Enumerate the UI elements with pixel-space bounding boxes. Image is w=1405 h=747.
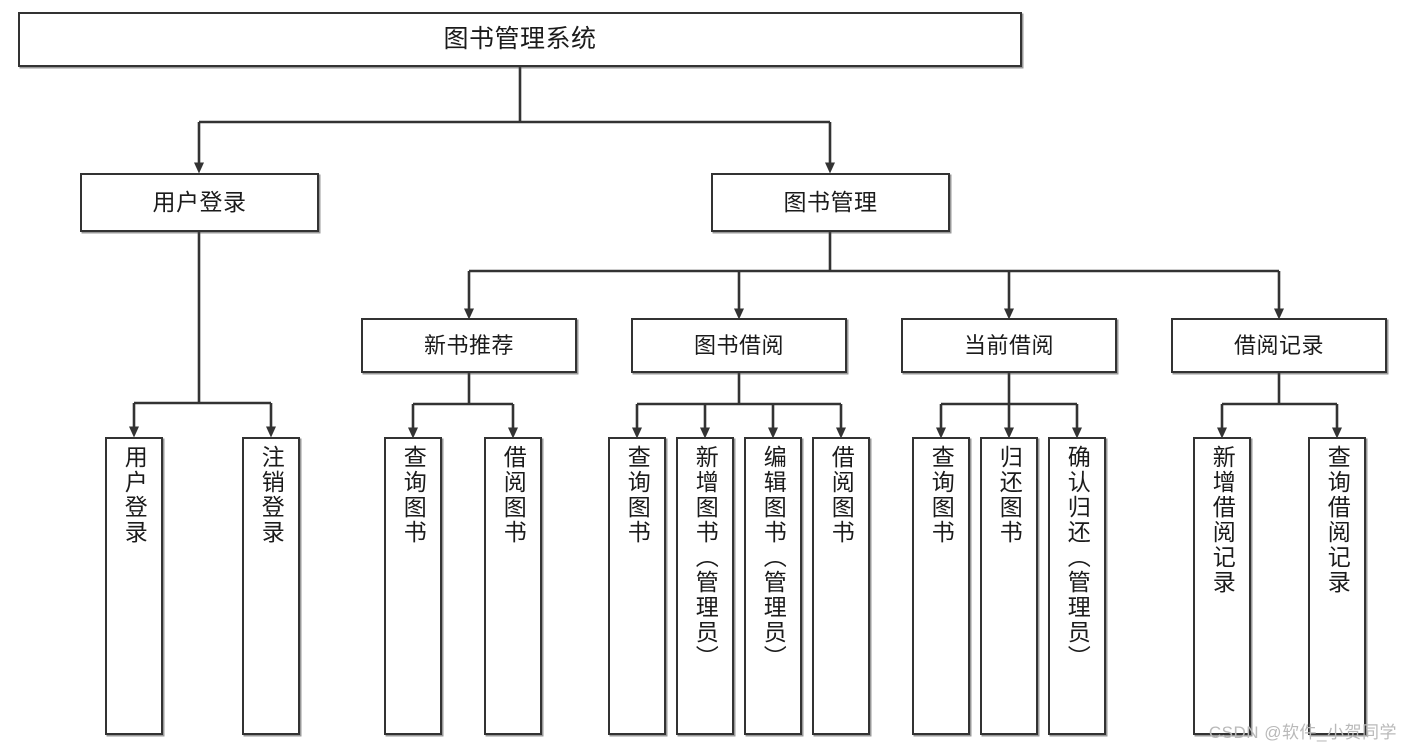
node-current-borrow-label: 当前借阅	[963, 332, 1054, 358]
node-leaf-query-record-label: 查询借阅记录	[1324, 445, 1351, 595]
node-leaf-query-book-3-label: 查询图书	[928, 445, 955, 545]
node-borrow-record[interactable]: 借阅记录	[1171, 318, 1387, 373]
node-borrow-record-label: 借阅记录	[1233, 332, 1324, 358]
node-user-login-label: 用户登录	[152, 188, 247, 215]
node-leaf-user-login-label: 用户登录	[121, 445, 148, 545]
node-new-book-recommend[interactable]: 新书推荐	[361, 318, 577, 373]
node-leaf-query-book-1-label: 查询图书	[400, 445, 427, 545]
node-book-manage[interactable]: 图书管理	[711, 173, 950, 232]
node-leaf-return-book-label: 归还图书	[996, 445, 1023, 545]
node-leaf-confirm-return[interactable]: 确认归还（管理员）	[1048, 437, 1106, 735]
node-leaf-edit-book[interactable]: 编辑图书（管理员）	[744, 437, 802, 735]
node-leaf-user-login[interactable]: 用户登录	[105, 437, 163, 735]
node-leaf-logout-login[interactable]: 注销登录	[242, 437, 300, 735]
node-leaf-edit-book-label: 编辑图书（管理员）	[760, 445, 787, 670]
node-book-borrow[interactable]: 图书借阅	[631, 318, 847, 373]
node-leaf-logout-login-label: 注销登录	[258, 445, 285, 545]
node-leaf-add-record[interactable]: 新增借阅记录	[1193, 437, 1251, 735]
node-user-login[interactable]: 用户登录	[80, 173, 319, 232]
node-root-system[interactable]: 图书管理系统	[18, 12, 1022, 67]
node-leaf-query-book-1[interactable]: 查询图书	[384, 437, 442, 735]
node-leaf-borrow-book-1-label: 借阅图书	[500, 445, 527, 545]
node-book-borrow-label: 图书借阅	[693, 332, 784, 358]
node-leaf-query-book-2[interactable]: 查询图书	[608, 437, 666, 735]
node-leaf-return-book[interactable]: 归还图书	[980, 437, 1038, 735]
node-current-borrow[interactable]: 当前借阅	[901, 318, 1117, 373]
node-leaf-add-book[interactable]: 新增图书（管理员）	[676, 437, 734, 735]
node-leaf-query-book-3[interactable]: 查询图书	[912, 437, 970, 735]
node-book-manage-label: 图书管理	[783, 188, 878, 215]
node-leaf-query-record[interactable]: 查询借阅记录	[1308, 437, 1366, 735]
node-leaf-borrow-book-2-label: 借阅图书	[828, 445, 855, 545]
node-leaf-add-book-label: 新增图书（管理员）	[692, 445, 719, 670]
node-leaf-borrow-book-2[interactable]: 借阅图书	[812, 437, 870, 735]
node-leaf-borrow-book-1[interactable]: 借阅图书	[484, 437, 542, 735]
node-leaf-query-book-2-label: 查询图书	[624, 445, 651, 545]
node-new-book-recommend-label: 新书推荐	[423, 332, 514, 358]
csdn-watermark: CSDN @软件_小贺同学	[1208, 723, 1397, 742]
node-root-system-label: 图书管理系统	[443, 24, 597, 53]
node-leaf-add-record-label: 新增借阅记录	[1209, 445, 1236, 595]
node-leaf-confirm-return-label: 确认归还（管理员）	[1064, 445, 1091, 670]
